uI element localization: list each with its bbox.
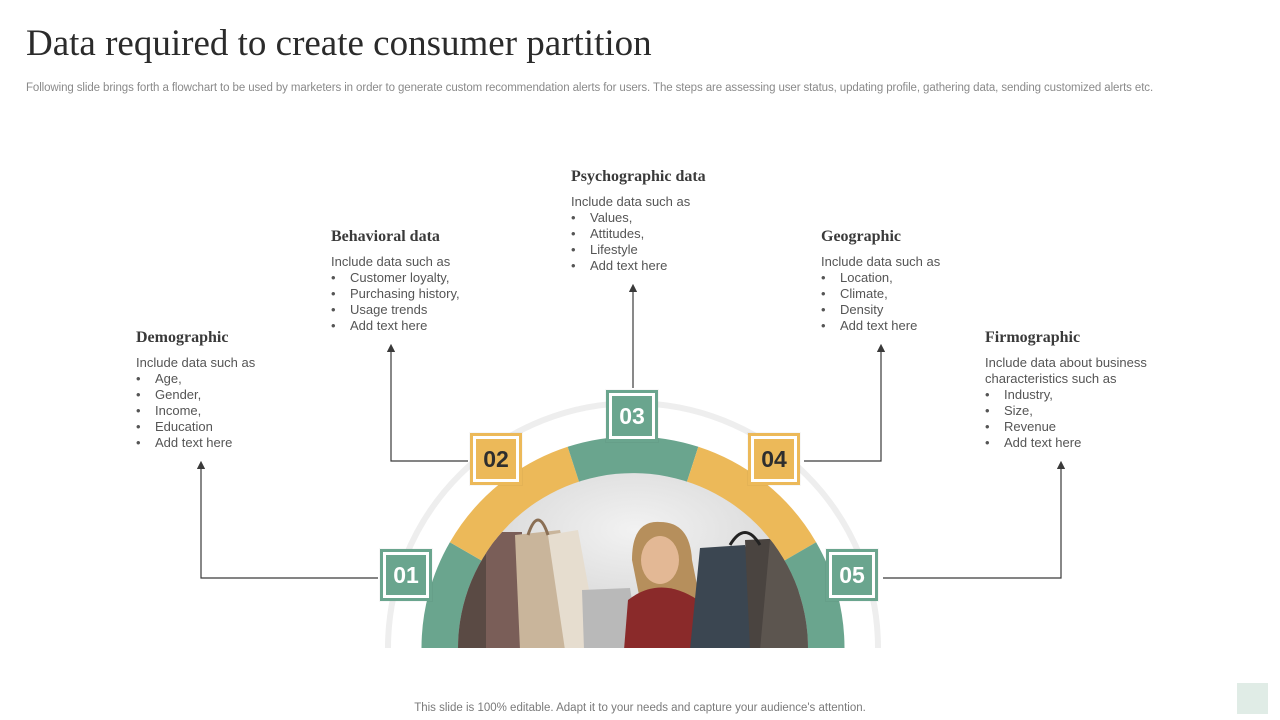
list-item: Education bbox=[136, 419, 255, 435]
step-03-heading: Psychographic data bbox=[571, 168, 706, 185]
arc-segment-01 bbox=[421, 542, 483, 649]
arc-segments bbox=[421, 436, 845, 649]
list-item: Industry, bbox=[985, 387, 1175, 403]
step-01-list: Age,Gender,Income,EducationAdd text here bbox=[136, 371, 255, 451]
step-02-text: Behavioral data Include data such as Cus… bbox=[331, 228, 460, 335]
step-01-text: Demographic Include data such as Age,Gen… bbox=[136, 329, 256, 452]
list-item: Revenue bbox=[985, 419, 1175, 435]
step-03-list: Values,Attitudes,LifestyleAdd text here bbox=[571, 210, 706, 274]
connector-02 bbox=[386, 343, 468, 462]
connector-05 bbox=[883, 460, 1066, 579]
list-item: Climate, bbox=[821, 286, 940, 302]
connector-04 bbox=[804, 343, 886, 462]
step-01-intro: Include data such as bbox=[136, 355, 256, 370]
list-item: Add text here bbox=[821, 318, 940, 334]
step-03-intro: Include data such as bbox=[571, 194, 691, 209]
arc-segment-02 bbox=[449, 446, 580, 562]
step-03-text: Psychographic data Include data such as … bbox=[571, 168, 706, 275]
step-02-heading: Behavioral data bbox=[331, 228, 440, 245]
list-item: Age, bbox=[136, 371, 255, 387]
step-01-heading: Demographic bbox=[136, 329, 229, 346]
step-05-text: Firmographic Include data about business… bbox=[985, 329, 1175, 452]
list-item: Density bbox=[821, 302, 940, 318]
step-04-list: Location,Climate,DensityAdd text here bbox=[821, 270, 940, 334]
corner-decoration bbox=[1237, 683, 1268, 714]
list-item: Add text here bbox=[571, 258, 706, 274]
list-item: Add text here bbox=[136, 435, 255, 451]
list-item: Size, bbox=[985, 403, 1175, 419]
step-04-text: Geographic Include data such as Location… bbox=[821, 228, 941, 335]
connector-01 bbox=[196, 460, 378, 579]
step-05-heading: Firmographic bbox=[985, 329, 1081, 346]
connectors bbox=[196, 283, 1066, 579]
page-subtitle: Following slide brings forth a flowchart… bbox=[26, 82, 1154, 94]
arc-segment-05 bbox=[783, 542, 845, 649]
footer-note: This slide is 100% editable. Adapt it to… bbox=[414, 702, 866, 714]
step-04-heading: Geographic bbox=[821, 228, 901, 245]
page-title: Data required to create consumer partiti… bbox=[26, 23, 652, 64]
step-03-number: 03 bbox=[606, 390, 658, 442]
step-04-intro: Include data such as bbox=[821, 254, 941, 269]
list-item: Add text here bbox=[331, 318, 460, 334]
step-05-list: Industry,Size,RevenueAdd text here bbox=[985, 387, 1175, 451]
list-item: Gender, bbox=[136, 387, 255, 403]
list-item: Income, bbox=[136, 403, 255, 419]
arc-segment-04 bbox=[686, 446, 817, 562]
list-item: Values, bbox=[571, 210, 706, 226]
step-05-intro: Include data about business characterist… bbox=[985, 355, 1147, 386]
list-item: Add text here bbox=[985, 435, 1175, 451]
step-04-number: 04 bbox=[748, 433, 800, 485]
step-01-number: 01 bbox=[380, 549, 432, 601]
step-02-number: 02 bbox=[470, 433, 522, 485]
step-02-intro: Include data such as bbox=[331, 254, 451, 269]
step-02-list: Customer loyalty,Purchasing history,Usag… bbox=[331, 270, 460, 334]
list-item: Attitudes, bbox=[571, 226, 706, 242]
arc-segment-03 bbox=[567, 436, 699, 483]
list-item: Lifestyle bbox=[571, 242, 706, 258]
list-item: Usage trends bbox=[331, 302, 460, 318]
list-item: Location, bbox=[821, 270, 940, 286]
list-item: Customer loyalty, bbox=[331, 270, 460, 286]
list-item: Purchasing history, bbox=[331, 286, 460, 302]
step-05-number: 05 bbox=[826, 549, 878, 601]
